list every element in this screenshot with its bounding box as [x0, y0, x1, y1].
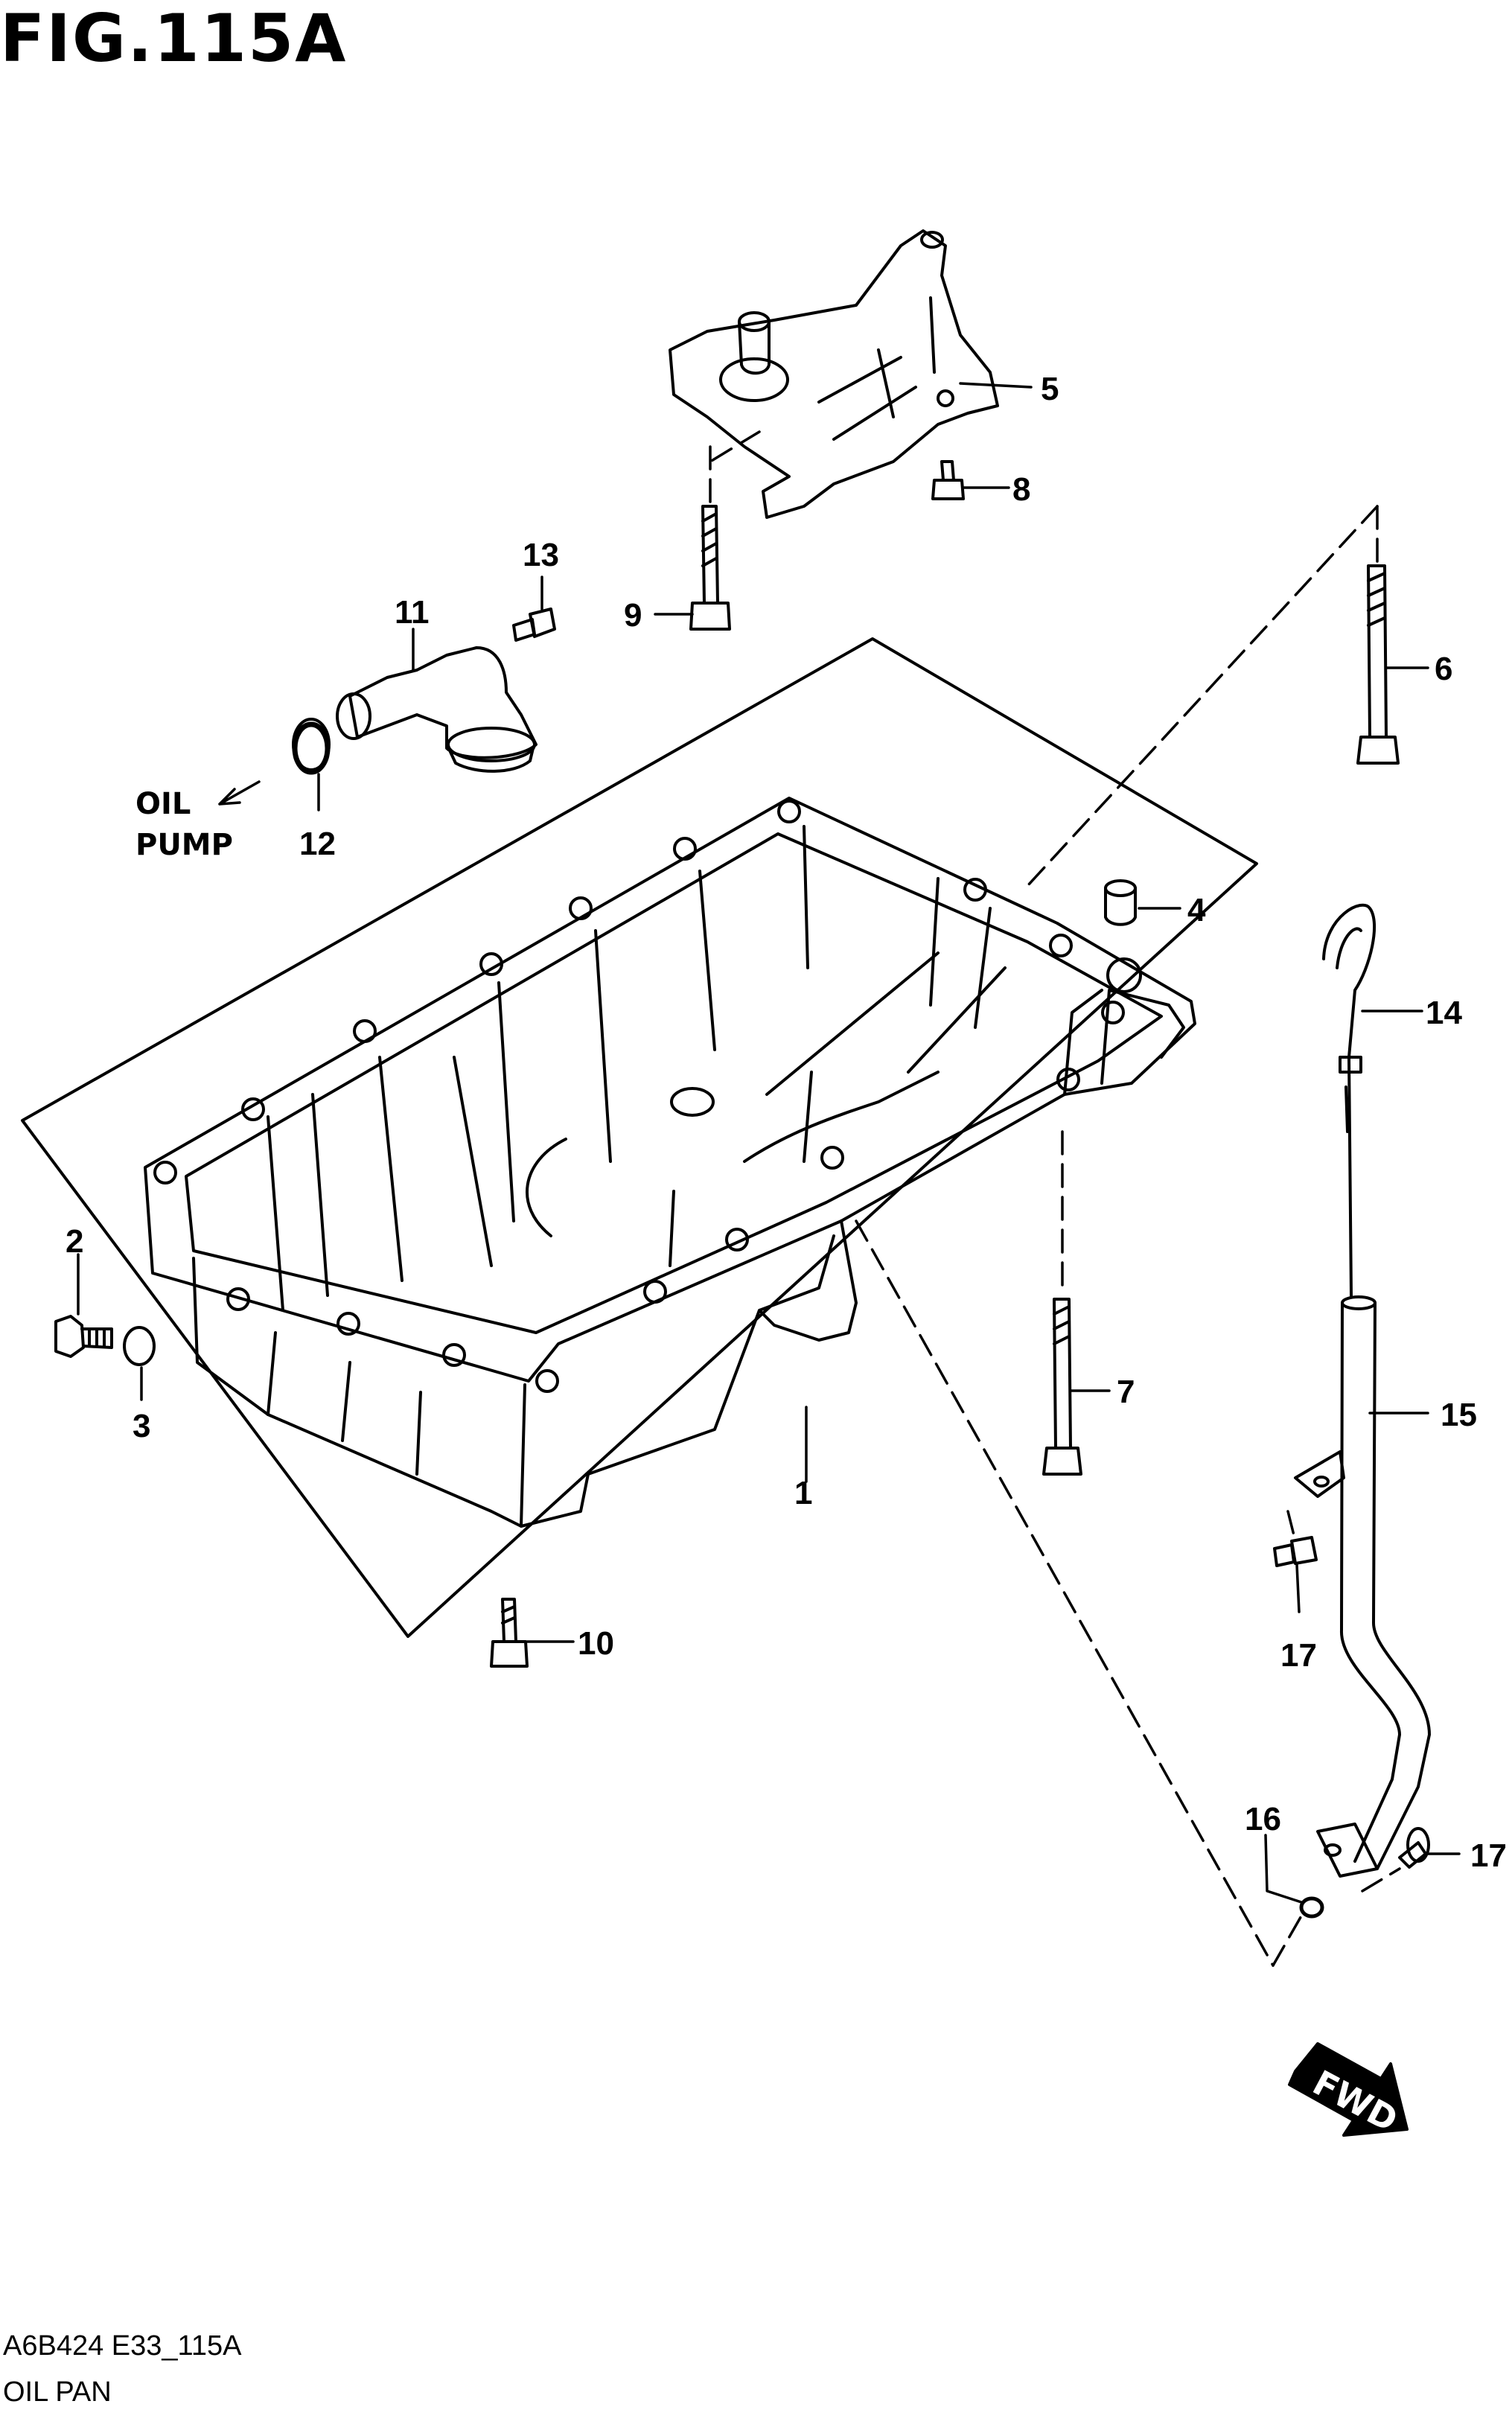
callout-labels: 1 2 3 4 5 6 7 8 9 10 11 12 13 14 15 16 1… [66, 371, 1507, 1874]
dipstick [1322, 903, 1377, 1297]
bolt-8 [931, 460, 965, 500]
callout-16: 16 [1245, 1801, 1281, 1837]
callout-6: 6 [1435, 651, 1452, 687]
figure-code: A6B424 E33_115A [3, 2330, 242, 2362]
fwd-arrow: FWD [1288, 2042, 1409, 2140]
oil-strainer [292, 646, 538, 773]
bolt-9 [689, 505, 731, 631]
callout-7: 7 [1117, 1374, 1135, 1410]
callout-8: 8 [1012, 471, 1030, 508]
callout-17-b: 17 [1470, 1837, 1507, 1874]
oil-pump-label-line2: PUMP [135, 828, 233, 862]
callout-4: 4 [1187, 892, 1206, 928]
drain-plug [54, 1315, 113, 1358]
guide-tube [1294, 1295, 1431, 1878]
oil-pan [144, 797, 1196, 1528]
bolt-17-a [1273, 1536, 1318, 1567]
bolt-13 [512, 608, 556, 642]
dowel-pin [1104, 879, 1137, 926]
bolt-17-b [1398, 1827, 1430, 1869]
assembly-boundary [21, 637, 1258, 1638]
callout-5: 5 [1041, 371, 1059, 407]
callout-2: 2 [66, 1223, 83, 1260]
bracket [669, 229, 999, 519]
callout-13: 13 [523, 537, 559, 573]
dashed-guides [709, 430, 1401, 1967]
bolt-10 [490, 1598, 529, 1668]
callout-11: 11 [395, 594, 430, 631]
washer-16 [1299, 1896, 1324, 1919]
callout-10: 10 [578, 1625, 614, 1662]
callout-14: 14 [1426, 995, 1462, 1031]
callout-9: 9 [624, 597, 642, 634]
bolt-6 [1356, 564, 1400, 765]
leader-lines [77, 382, 1461, 1904]
figure-title: FIG.115A [0, 0, 348, 77]
bolt-7 [1042, 1298, 1082, 1476]
callout-15: 15 [1441, 1397, 1477, 1433]
callout-1: 1 [794, 1475, 812, 1511]
drain-gasket [123, 1326, 156, 1366]
o-ring [292, 721, 331, 775]
oil-pump-label-line1: OIL [135, 787, 191, 821]
callout-17-a: 17 [1280, 1637, 1317, 1674]
callout-12: 12 [299, 826, 336, 862]
callout-3: 3 [133, 1408, 150, 1444]
figure-name: OIL PAN [3, 2376, 112, 2408]
